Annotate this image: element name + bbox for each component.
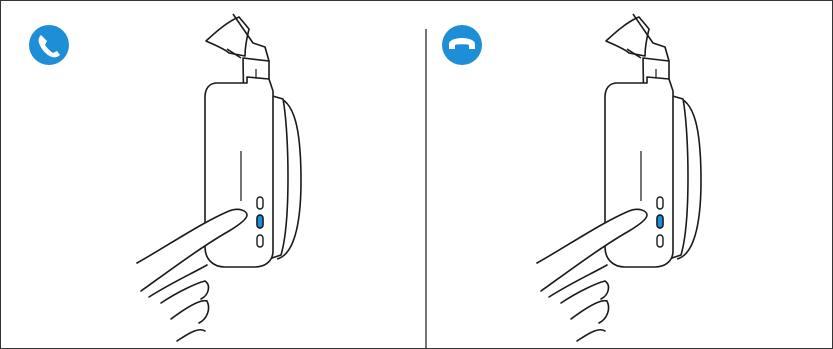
headphone-earcup-diagram [536,13,702,342]
multifunction-button-highlight [256,214,264,229]
panel-end-call [442,13,702,342]
phone-hangup-icon [442,25,482,65]
panel-answer-call [29,13,302,342]
phone-answer-icon [29,25,69,65]
multifunction-button-highlight [656,214,664,229]
headphone-earcup-diagram [136,13,302,342]
